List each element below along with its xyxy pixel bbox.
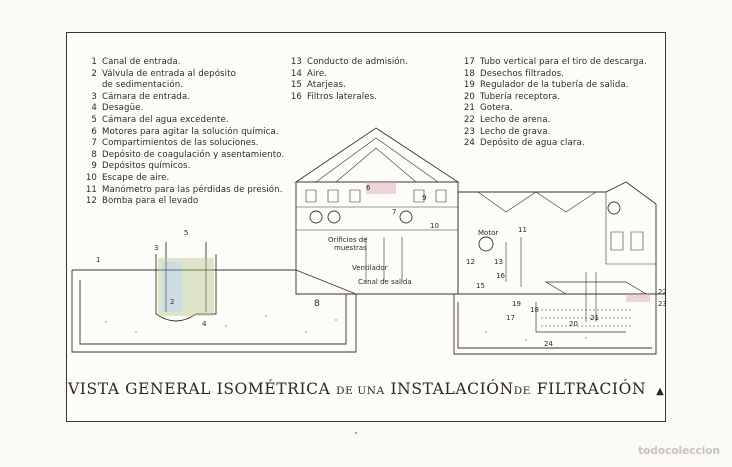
- chemical-tank-right: [399, 210, 413, 224]
- label-n5: 5: [184, 229, 188, 237]
- pink-roof-wash: [366, 182, 396, 194]
- label-n21: 21: [590, 314, 599, 322]
- caption-word-filtracion: FILTRACIÓN: [536, 380, 647, 398]
- entrance-chamber: [155, 254, 217, 322]
- central-building-roof: [294, 127, 460, 183]
- color-washes: [158, 182, 650, 316]
- plate-frame: [66, 32, 666, 422]
- label-n24: 24: [544, 340, 553, 348]
- upper-windows: [305, 189, 447, 203]
- label-n11: 11: [518, 226, 527, 234]
- label-n23: 23: [658, 300, 666, 308]
- filter-bed-top: [544, 281, 648, 295]
- legend-item-2-continued: de sedimentación.: [102, 80, 184, 91]
- chemical-tank-left: [309, 210, 323, 224]
- caption-word-instalacion: INSTALACIÓN: [390, 380, 514, 398]
- label-n7: 7: [392, 208, 396, 216]
- green-wash: [158, 258, 214, 316]
- ground-surface-line: [72, 269, 357, 295]
- filter-roof-truss: [477, 191, 597, 213]
- label-n4: 4: [202, 320, 207, 328]
- label-n20: 20: [569, 320, 578, 328]
- filter-pipes: [505, 237, 597, 322]
- isometric-drawing: Orificios de muestras Motor Ventilador C…: [71, 127, 666, 355]
- label-n18: 18: [530, 306, 539, 314]
- entrance-pipes: [165, 242, 207, 312]
- filter-bed-section: [535, 302, 626, 333]
- label-n22: 22: [658, 288, 666, 296]
- filter-house-walls: [457, 181, 657, 294]
- sedimentation-basin: [79, 280, 347, 345]
- label-n15: 15: [476, 282, 485, 290]
- label-n6: 6: [366, 184, 371, 192]
- label-canal-salida: Canal de salida: [358, 278, 412, 286]
- caption-word-de-una: DE UNA: [336, 385, 385, 397]
- label-n2: 2: [170, 298, 174, 306]
- chemical-tank-mid: [327, 210, 341, 224]
- label-tank-8: 8: [314, 299, 320, 309]
- label-n16: 16: [496, 272, 505, 280]
- filter-house-annex: [605, 192, 656, 265]
- ground-section-outline: [71, 270, 666, 353]
- watermark: todocoleccion: [638, 445, 720, 457]
- label-n12: 12: [466, 258, 475, 266]
- annex-windows: [610, 231, 644, 251]
- label-orificios-line-1: Orificios de: [328, 236, 367, 244]
- label-n1: 1: [96, 256, 100, 264]
- roof-truss: [296, 137, 458, 183]
- pink-wash: [626, 294, 650, 302]
- label-n3: 3: [154, 244, 158, 252]
- caption-word-vista: VISTA GENERAL ISOMÉTRICA: [68, 380, 331, 398]
- label-n9: 9: [422, 194, 426, 202]
- motor: [478, 236, 494, 252]
- basin-dot-texture: [105, 315, 587, 341]
- clear-water-reservoir: [453, 294, 657, 355]
- blue-wash: [162, 262, 182, 312]
- label-ventilador: Ventilador: [352, 264, 388, 272]
- page-speck: [355, 432, 357, 434]
- label-motor: Motor: [478, 229, 498, 237]
- solution-pipes: [365, 237, 403, 282]
- label-n10: 10: [430, 222, 439, 230]
- building-floors: [296, 206, 458, 231]
- caption-mark-icon: ▲: [656, 386, 665, 397]
- caption-word-de: DE: [513, 385, 532, 397]
- figure-caption: VISTA GENERAL ISOMÉTRICA DE UNA INSTALAC…: [68, 379, 664, 398]
- label-orificios-line-2: muestras: [334, 244, 367, 252]
- label-n13: 13: [494, 258, 503, 266]
- reservoir-inner-wall: [457, 302, 652, 349]
- label-n19: 19: [512, 300, 521, 308]
- label-n17: 17: [506, 314, 515, 322]
- annex-round-window: [607, 201, 621, 215]
